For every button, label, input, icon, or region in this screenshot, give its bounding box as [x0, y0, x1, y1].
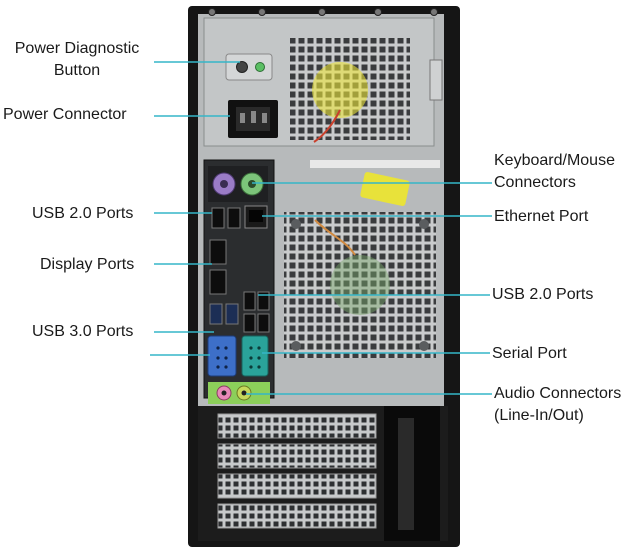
label-usb30: USB 3.0 Ports — [32, 323, 134, 340]
usb30-port-1 — [209, 303, 223, 325]
diagnostic-led-icon — [255, 62, 265, 72]
vga-port — [207, 335, 237, 377]
usb20-port-right-2 — [257, 291, 270, 311]
label-keyboard-mouse-line2: Connectors — [494, 174, 576, 191]
label-power-connector: Power Connector — [3, 106, 127, 123]
expansion-slot-4 — [217, 503, 377, 529]
usb30-port-4 — [257, 313, 270, 333]
expansion-slot-3 — [217, 473, 377, 499]
label-power-diagnostic-line2: Button — [53, 62, 101, 79]
diagnostic-button-plate — [225, 53, 273, 81]
expansion-slot-1 — [217, 413, 377, 439]
label-audio-line1: Audio Connectors — [494, 385, 622, 402]
security-tab — [429, 59, 443, 101]
usb20-port-right-1 — [243, 291, 256, 311]
usb20-port-left-2 — [227, 207, 241, 229]
label-display-ports: Display Ports — [40, 256, 135, 273]
case-fan-vent — [284, 212, 436, 358]
yellow-sticker — [360, 172, 410, 206]
diagnostic-button — [236, 61, 248, 73]
label-keyboard-mouse-line1: Keyboard/Mouse — [494, 152, 615, 169]
usb30-port-2 — [225, 303, 239, 325]
case-screws — [208, 8, 438, 16]
label-audio: Audio Connectors (Line-In/Out) — [494, 383, 621, 427]
psu-fan-wire — [313, 109, 341, 143]
case-fan-hub — [330, 255, 390, 315]
top-slot — [310, 160, 440, 168]
label-keyboard-mouse: Keyboard/Mouse Connectors — [494, 150, 615, 194]
case-fan-wire — [314, 219, 356, 256]
label-ethernet: Ethernet Port — [494, 208, 589, 225]
serial-port — [241, 335, 269, 377]
usb20-port-left-1 — [211, 207, 225, 229]
label-usb20-right: USB 2.0 Ports — [492, 286, 594, 303]
expansion-slot-2 — [217, 443, 377, 469]
label-power-diagnostic: Power Diagnostic Button — [2, 38, 152, 82]
label-audio-line2: (Line-In/Out) — [494, 407, 584, 424]
display-port-1 — [209, 239, 227, 265]
display-port-2 — [209, 269, 227, 295]
leader-lines — [150, 61, 492, 395]
label-serial: Serial Port — [492, 345, 567, 362]
label-power-diagnostic-line1: Power Diagnostic — [14, 40, 140, 57]
label-usb20-left: USB 2.0 Ports — [32, 205, 134, 222]
usb30-port-3 — [243, 313, 256, 333]
